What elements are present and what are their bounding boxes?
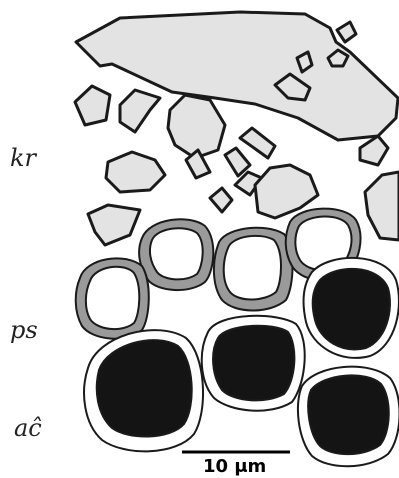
label-kr: kr xyxy=(10,146,36,170)
ac-cell-core xyxy=(97,340,192,436)
scale-bar-label: 10 μm xyxy=(203,458,266,476)
small-fragment-3 xyxy=(168,95,225,158)
ac-cell-core xyxy=(308,375,389,454)
small-fragment-14 xyxy=(337,22,356,42)
ac-cell-core xyxy=(213,326,294,401)
small-fragment-2 xyxy=(120,90,160,132)
ps-cell-inner xyxy=(86,267,139,329)
small-fragment-11 xyxy=(88,205,140,245)
small-fragment-4 xyxy=(240,128,275,158)
ac-cell-core xyxy=(313,269,390,350)
ps-cell-inner xyxy=(150,228,203,279)
small-fragment-9 xyxy=(210,188,232,212)
small-fragment-1 xyxy=(75,86,110,125)
label-ac: aĉ xyxy=(14,416,42,440)
crystal-fragments xyxy=(75,12,399,245)
small-fragment-12 xyxy=(360,136,388,165)
small-fragment-13 xyxy=(365,172,399,240)
ps-cell-inner xyxy=(224,236,281,300)
small-fragment-7 xyxy=(106,152,165,192)
label-ps: ps xyxy=(10,318,38,342)
